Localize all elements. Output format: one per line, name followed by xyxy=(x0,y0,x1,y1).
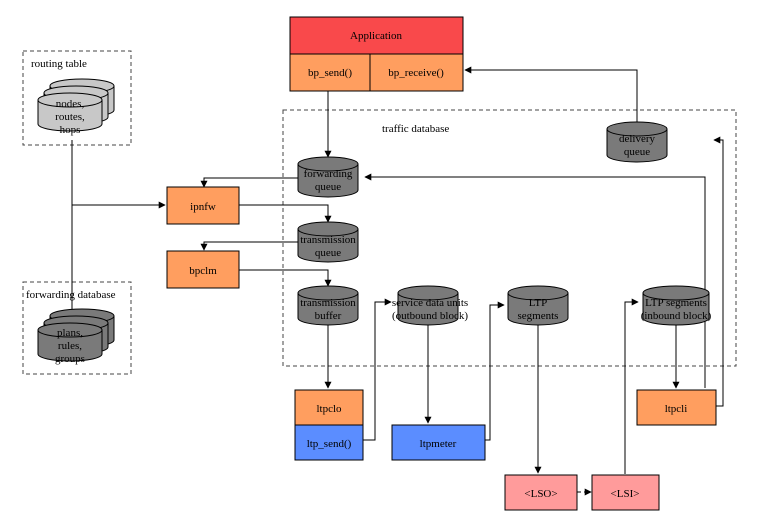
ltp-send-label: ltp_send() xyxy=(307,438,352,450)
delivery-queue-cylinder xyxy=(606,121,668,163)
forwarding-database-title: forwarding database xyxy=(26,289,116,301)
routing-table-cylinders xyxy=(37,78,115,132)
transmission-queue-line-1: transmission xyxy=(300,234,356,246)
lso-label: <LSO> xyxy=(524,488,557,500)
application-title-box xyxy=(289,16,464,55)
transmission-queue-cylinder xyxy=(297,221,359,263)
delivery-queue-line-1: delivery xyxy=(619,133,656,145)
transmission-buffer-line-1: transmission xyxy=(300,297,356,309)
lso-box xyxy=(504,474,578,511)
ltpclo-label: ltpclo xyxy=(316,403,342,415)
ltpmeter-box xyxy=(391,424,486,461)
ltp-segments-inbound-cylinder xyxy=(642,285,710,326)
traffic-database-frame xyxy=(282,109,737,367)
service-data-units-cylinder xyxy=(397,285,459,326)
transmission-buffer-line-2: buffer xyxy=(315,310,342,322)
ltp-segments-line-2: segments xyxy=(518,310,559,322)
transmission-buffer-cylinder xyxy=(297,285,359,326)
lsi-label: <LSI> xyxy=(611,488,640,500)
forwarding-db-line-3: groups xyxy=(55,353,85,365)
service-data-units-line-2: (outbound block) xyxy=(392,310,468,322)
lsi-box xyxy=(591,474,660,511)
transmission-queue-line-2: queue xyxy=(315,247,341,259)
routing-table-line-1: nodes, xyxy=(56,98,85,110)
routing-table-line-3: hops xyxy=(60,124,81,136)
service-data-units-line-1: service data units xyxy=(392,297,468,309)
bpclm-label: bpclm xyxy=(189,265,217,277)
forwarding-db-line-1: plans, xyxy=(57,327,83,339)
ltpmeter-label: ltpmeter xyxy=(420,438,457,450)
application-block: Application bp_send() bp_receive() xyxy=(289,16,464,92)
bpclm-box xyxy=(166,250,240,289)
bp-receive-label: bp_receive() xyxy=(388,67,444,79)
routing-table-title: routing table xyxy=(31,58,87,70)
delivery-queue-line-2: queue xyxy=(624,146,650,158)
forwarding-database-frame xyxy=(22,281,132,375)
bp-send-box xyxy=(289,53,371,92)
routing-table-frame xyxy=(22,50,132,146)
connectors xyxy=(71,66,724,496)
ipnfw-box xyxy=(166,186,240,225)
ltp-send-box xyxy=(294,424,364,461)
bp-send-label: bp_send() xyxy=(308,67,352,79)
forwarding-db-line-2: rules, xyxy=(58,340,82,352)
ltp-segments-inbound-line-1: LTP segments xyxy=(645,297,707,309)
ltpclo-box xyxy=(294,389,364,426)
forwarding-database-cylinders xyxy=(37,308,115,362)
ipnfw-label: ipnfw xyxy=(190,201,216,213)
routing-table-line-2: routes, xyxy=(55,111,85,123)
ltpcli-box xyxy=(636,389,717,426)
forwarding-queue-cylinder xyxy=(297,156,359,198)
traffic-database-title: traffic database xyxy=(382,123,449,135)
forwarding-queue-line-2: queue xyxy=(315,181,341,193)
forwarding-queue-line-1: forwarding xyxy=(304,168,353,180)
ltp-segments-cylinder xyxy=(507,285,569,326)
application-title: Application xyxy=(350,30,402,42)
ltp-segments-line-1: LTP xyxy=(529,297,548,309)
ltp-segments-inbound-line-2: (inbound block) xyxy=(641,310,712,322)
bp-receive-box xyxy=(369,53,464,92)
ltpcli-label: ltpcli xyxy=(665,403,688,415)
